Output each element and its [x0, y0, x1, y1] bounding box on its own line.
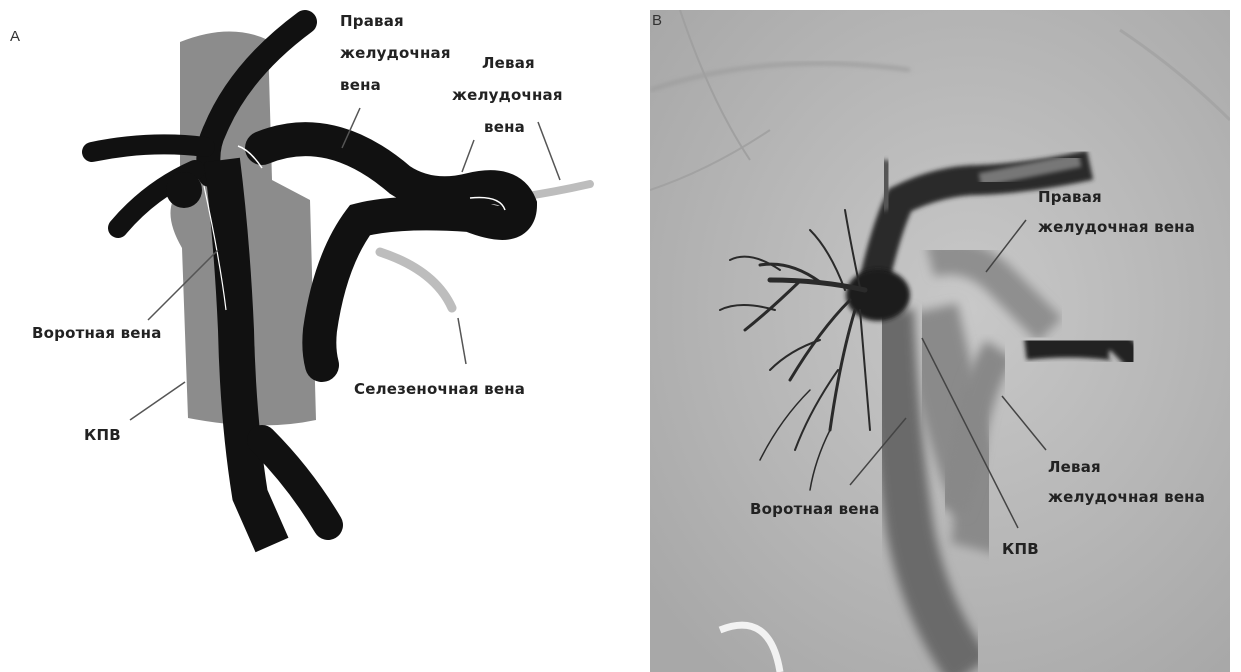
label-right-gastric-a-2: желудочная [340, 42, 451, 64]
label-left-gastric-a-3: вена [484, 116, 525, 138]
leader-splenic-a [458, 318, 466, 364]
leader-ivc-a [130, 382, 185, 420]
label-right-gastric-a-1: Правая [340, 10, 404, 32]
panel-b-angiogram: B Правая желудочная вена Левая желудочна… [650, 10, 1230, 672]
label-ivc-b: КПВ [1002, 538, 1039, 560]
label-ivc-a: КПВ [84, 424, 121, 446]
label-right-gastric-b-2: желудочная вена [1038, 216, 1195, 238]
label-left-gastric-a-2: желудочная [452, 84, 563, 106]
label-right-gastric-b-1: Правая [1038, 186, 1102, 208]
label-portal-vein-b: Воротная вена [750, 498, 880, 520]
label-left-gastric-b-2: желудочная вена [1048, 486, 1205, 508]
minor-vein-splenic [380, 252, 452, 308]
label-right-gastric-a-3: вена [340, 74, 381, 96]
leader-left-gastric-a [462, 140, 474, 172]
panel-a-schematic: A Правая желудочная вена Левая желудочна… [0, 0, 640, 672]
label-splenic-vein-a: Селезеночная вена [354, 378, 525, 400]
angiogram-image [650, 10, 1230, 672]
small-knob [166, 172, 202, 208]
leader-left-gastric-a-2 [538, 122, 560, 180]
panel-b-letter: B [652, 12, 662, 29]
label-left-gastric-a-1: Левая [482, 52, 535, 74]
label-portal-vein-a: Воротная вена [32, 322, 162, 344]
left-branch [92, 144, 205, 152]
label-left-gastric-b-1: Левая [1048, 456, 1101, 478]
